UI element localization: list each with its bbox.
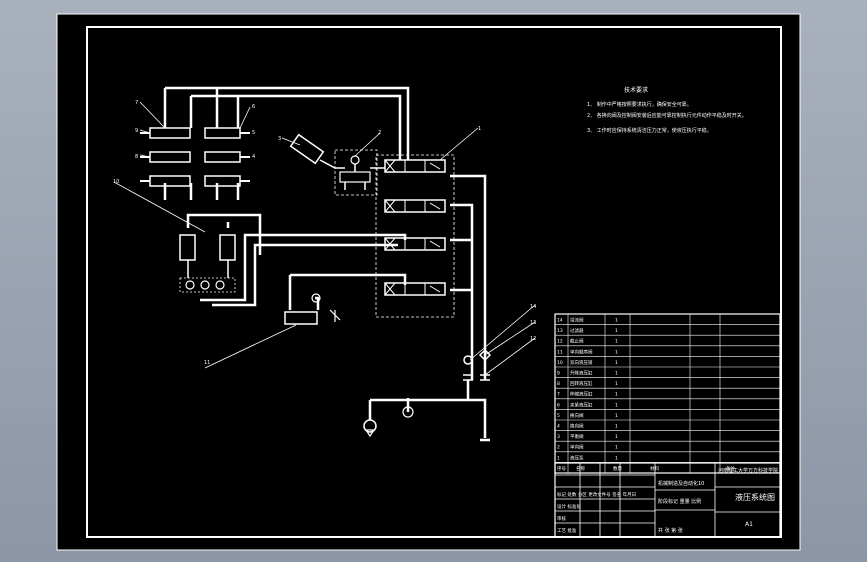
callout-12: 12 <box>530 336 536 342</box>
drawing-border <box>86 26 782 538</box>
technical-requirements: 技术要求 1、 制作中严格按照要求执行，确保安全可靠。 2、 各换向阀及控制阀安… <box>587 86 747 134</box>
bom-header-cell: 名称 <box>576 465 585 472</box>
title-block: 河南理工大学万方科技学院 液压系统图 A1 机械制造及自动化10 阶段标记 重量… <box>554 462 781 538</box>
cylinder-10 <box>179 234 236 293</box>
bom-no: 13 <box>557 328 563 334</box>
bom-qty: 1 <box>615 392 618 398</box>
bom-no: 12 <box>557 339 563 345</box>
bom-no: 11 <box>557 349 563 355</box>
bom-name: 换向阀 <box>570 423 584 430</box>
tech-heading: 技术要求 <box>624 86 648 94</box>
bom-no: 2 <box>557 445 560 451</box>
callout-9: 9 <box>135 128 138 134</box>
bom-name: 单向阀 <box>570 444 584 451</box>
valve-2 <box>339 155 385 190</box>
bom-qty: 1 <box>615 445 618 451</box>
bom-no: 10 <box>557 360 563 366</box>
directional-valve-3 <box>384 237 446 251</box>
tech-line-2: 2、 各换向阀及控制阀安装后应能可靠控制执行元件动作平稳及时开关。 <box>587 112 747 119</box>
title-sheet-count: 共 张 第 张 <box>658 527 683 534</box>
directional-valve-2 <box>384 199 446 213</box>
callout-3: 3 <box>278 136 281 142</box>
directional-valve-1 <box>384 159 446 173</box>
bom-qty: 1 <box>615 381 618 387</box>
bom-qty: 1 <box>615 360 618 366</box>
bom-name: 过滤器 <box>570 327 584 334</box>
tech-line-1: 1、 制作中严格按照要求执行，确保安全可靠。 <box>587 101 692 108</box>
callout-13: 13 <box>530 320 536 326</box>
callout-10: 10 <box>113 179 119 185</box>
bom-qty: 1 <box>615 455 618 461</box>
bom-header-cell: 数量 <box>613 465 622 472</box>
sheet <box>56 13 801 551</box>
directional-valve-4 <box>384 282 446 296</box>
callout-7: 7 <box>135 100 138 106</box>
bom-no: 1 <box>557 455 560 461</box>
callout-1: 1 <box>478 126 481 132</box>
bom-qty: 1 <box>615 318 618 324</box>
bom-header-cell: 序号 <box>557 465 566 472</box>
title-school: 河南理工大学万方科技学院 <box>718 467 778 474</box>
bom-qty: 1 <box>615 402 618 408</box>
bom-no: 4 <box>557 424 560 430</box>
bom-name: 夹紧液压缸 <box>570 401 593 408</box>
title-row2: 设计 标准化 <box>557 503 581 510</box>
bom-frame <box>554 313 781 474</box>
callout-14: 14 <box>530 304 536 310</box>
callout-2: 2 <box>378 130 381 136</box>
pump-group <box>363 348 492 438</box>
bom-qty: 1 <box>615 339 618 345</box>
leader-lines <box>113 101 536 376</box>
valve-group-boundary <box>334 149 378 196</box>
bom-no: 8 <box>557 381 560 387</box>
bom-name: 回转液压缸 <box>570 380 593 387</box>
callout-labels: 7 9 8 6 5 4 3 2 1 10 11 14 13 12 <box>113 100 536 366</box>
bom-name: 液压泵 <box>570 454 584 461</box>
bom-name: 伸缩液压缸 <box>570 391 593 398</box>
bom-name: 溢流阀 <box>570 317 584 324</box>
bom-name: 换向阀 <box>570 412 584 419</box>
actuator-3 <box>289 133 345 169</box>
bom-no: 5 <box>557 413 560 419</box>
title-drawing-name: 液压系统图 <box>735 492 775 502</box>
cylinder-8 <box>140 175 191 187</box>
title-sheet-size: A1 <box>745 521 753 528</box>
bom-qty: 1 <box>615 434 618 440</box>
cylinder-4 <box>204 175 250 187</box>
bom-qty: 1 <box>615 328 618 334</box>
bom-qty: 1 <box>615 424 618 430</box>
bom-no: 9 <box>557 371 560 377</box>
callout-11: 11 <box>204 360 210 366</box>
piping <box>163 86 490 442</box>
tech-line-3: 3、 工作时应保持系统清洁压力正常，使液压执行平稳。 <box>587 127 712 134</box>
bom-name: 双向液压锁 <box>570 359 593 366</box>
bom-qty: 1 <box>615 413 618 419</box>
bom-header-cell: 备注 <box>726 465 735 472</box>
callout-8: 8 <box>135 154 138 160</box>
title-stage: 阶段标记 重量 比例 <box>658 498 701 505</box>
title-row1: 标记 处数 分区 更改文件号 签名 年月日 <box>557 491 636 498</box>
bom-name: 升降液压缸 <box>570 370 593 377</box>
title-project: 机械制造及自动化10 <box>658 480 704 487</box>
bom-name: 平衡阀 <box>570 433 584 440</box>
callout-6: 6 <box>252 104 255 110</box>
bom-qty: 1 <box>615 349 618 355</box>
bom-no: 7 <box>557 392 560 398</box>
bom-name: 单向顺序阀 <box>570 348 593 355</box>
bom-no: 6 <box>557 402 560 408</box>
bom-name: 截止阀 <box>570 338 584 345</box>
title-row4: 工艺 批准 <box>557 527 577 534</box>
cylinder-11 <box>284 293 341 325</box>
bom-no: 14 <box>557 318 563 324</box>
callout-5: 5 <box>252 130 255 136</box>
title-row3: 审核 <box>557 515 566 522</box>
callout-4: 4 <box>252 154 255 160</box>
bom-qty: 1 <box>615 371 618 377</box>
bom-no: 3 <box>557 434 560 440</box>
